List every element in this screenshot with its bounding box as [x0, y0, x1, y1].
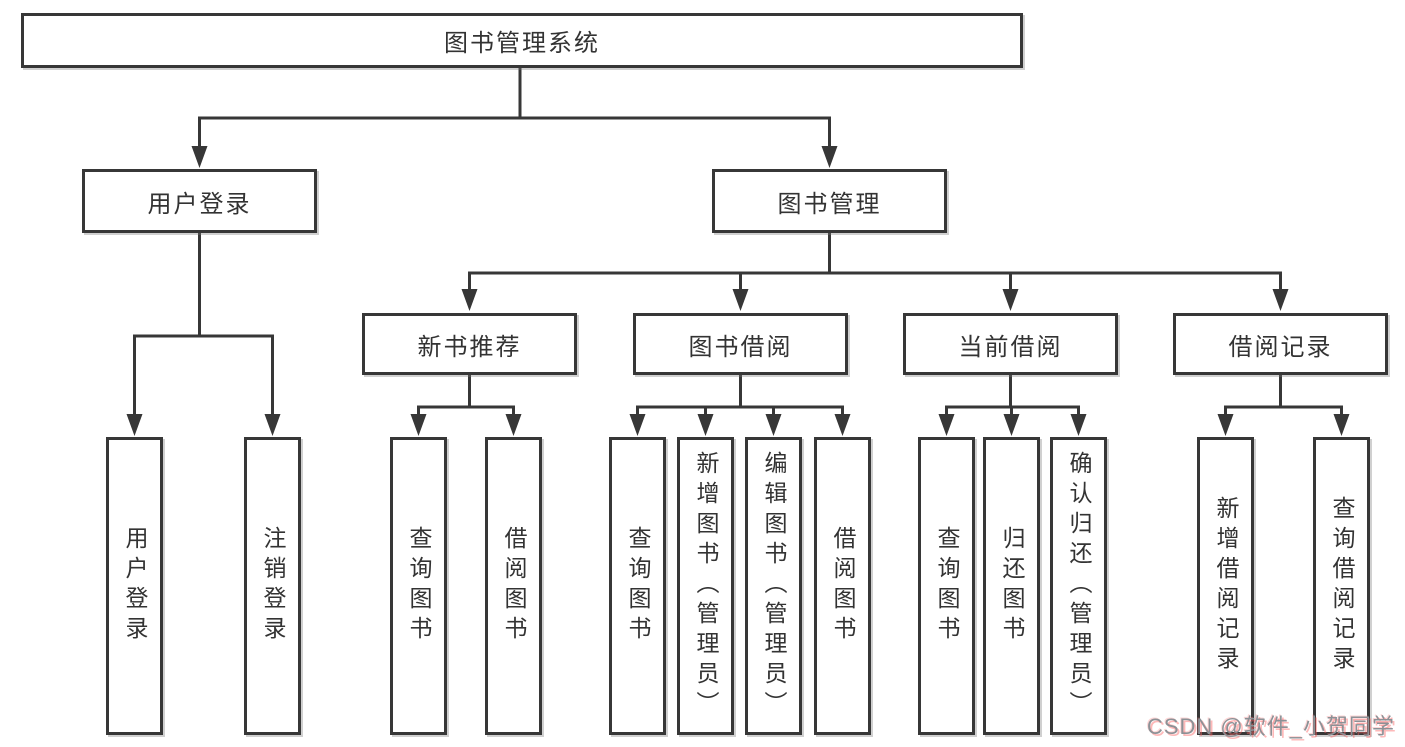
- node-book-management-label: 图书管理: [777, 190, 882, 218]
- leaf-cb-confirm-return-admin-label: 确认归还（管理员）: [1066, 451, 1092, 721]
- leaf-bb-borrow-book: 借阅图书: [814, 437, 871, 735]
- node-new-book-recommend-label: 新书推荐: [417, 333, 522, 361]
- node-root-label: 图书管理系统: [444, 30, 600, 57]
- node-user-login: 用户登录: [82, 169, 317, 233]
- leaf-bb-borrow-book-label: 借阅图书: [830, 526, 856, 646]
- node-borrow-record-label: 借阅记录: [1228, 333, 1333, 361]
- leaf-bb-add-book-admin-label: 新增图书（管理员）: [693, 451, 719, 721]
- leaf-bb-query-book: 查询图书: [609, 437, 666, 735]
- leaf-br-add-record-label: 新增借阅记录: [1213, 496, 1239, 676]
- leaf-nbr-borrow-book-label: 借阅图书: [501, 526, 527, 646]
- leaf-cb-query-book-label: 查询图书: [934, 526, 960, 646]
- node-book-borrow: 图书借阅: [633, 313, 848, 375]
- node-root: 图书管理系统: [21, 13, 1023, 68]
- leaf-bb-edit-book-admin-label: 编辑图书（管理员）: [761, 451, 787, 721]
- leaf-logout-label: 注销登录: [260, 526, 286, 646]
- leaf-bb-query-book-label: 查询图书: [625, 526, 651, 646]
- leaf-cb-return-book-label: 归还图书: [999, 526, 1025, 646]
- leaf-br-add-record: 新增借阅记录: [1197, 437, 1254, 735]
- leaf-user-login: 用户登录: [106, 437, 163, 735]
- leaf-logout: 注销登录: [244, 437, 301, 735]
- node-current-borrow: 当前借阅: [903, 313, 1118, 375]
- leaf-br-query-record: 查询借阅记录: [1313, 437, 1370, 735]
- leaf-nbr-query-book-label: 查询图书: [406, 526, 432, 646]
- leaf-nbr-borrow-book: 借阅图书: [485, 437, 542, 735]
- leaf-cb-confirm-return-admin: 确认归还（管理员）: [1050, 437, 1107, 735]
- leaf-cb-return-book: 归还图书: [983, 437, 1040, 735]
- leaf-bb-add-book-admin: 新增图书（管理员）: [677, 437, 734, 735]
- csdn-watermark: CSDN @软件_小贺同学: [1146, 714, 1395, 739]
- node-borrow-record: 借阅记录: [1173, 313, 1388, 375]
- leaf-user-login-label: 用户登录: [122, 526, 148, 646]
- node-user-login-label: 用户登录: [147, 190, 252, 218]
- node-book-borrow-label: 图书借阅: [688, 333, 793, 361]
- leaf-bb-edit-book-admin: 编辑图书（管理员）: [745, 437, 802, 735]
- node-new-book-recommend: 新书推荐: [362, 313, 577, 375]
- node-book-management: 图书管理: [712, 169, 947, 233]
- arrowhead-icons: [126, 146, 1350, 436]
- node-current-borrow-label: 当前借阅: [958, 333, 1063, 361]
- leaf-nbr-query-book: 查询图书: [390, 437, 447, 735]
- leaf-cb-query-book: 查询图书: [918, 437, 975, 735]
- leaf-br-query-record-label: 查询借阅记录: [1329, 496, 1355, 676]
